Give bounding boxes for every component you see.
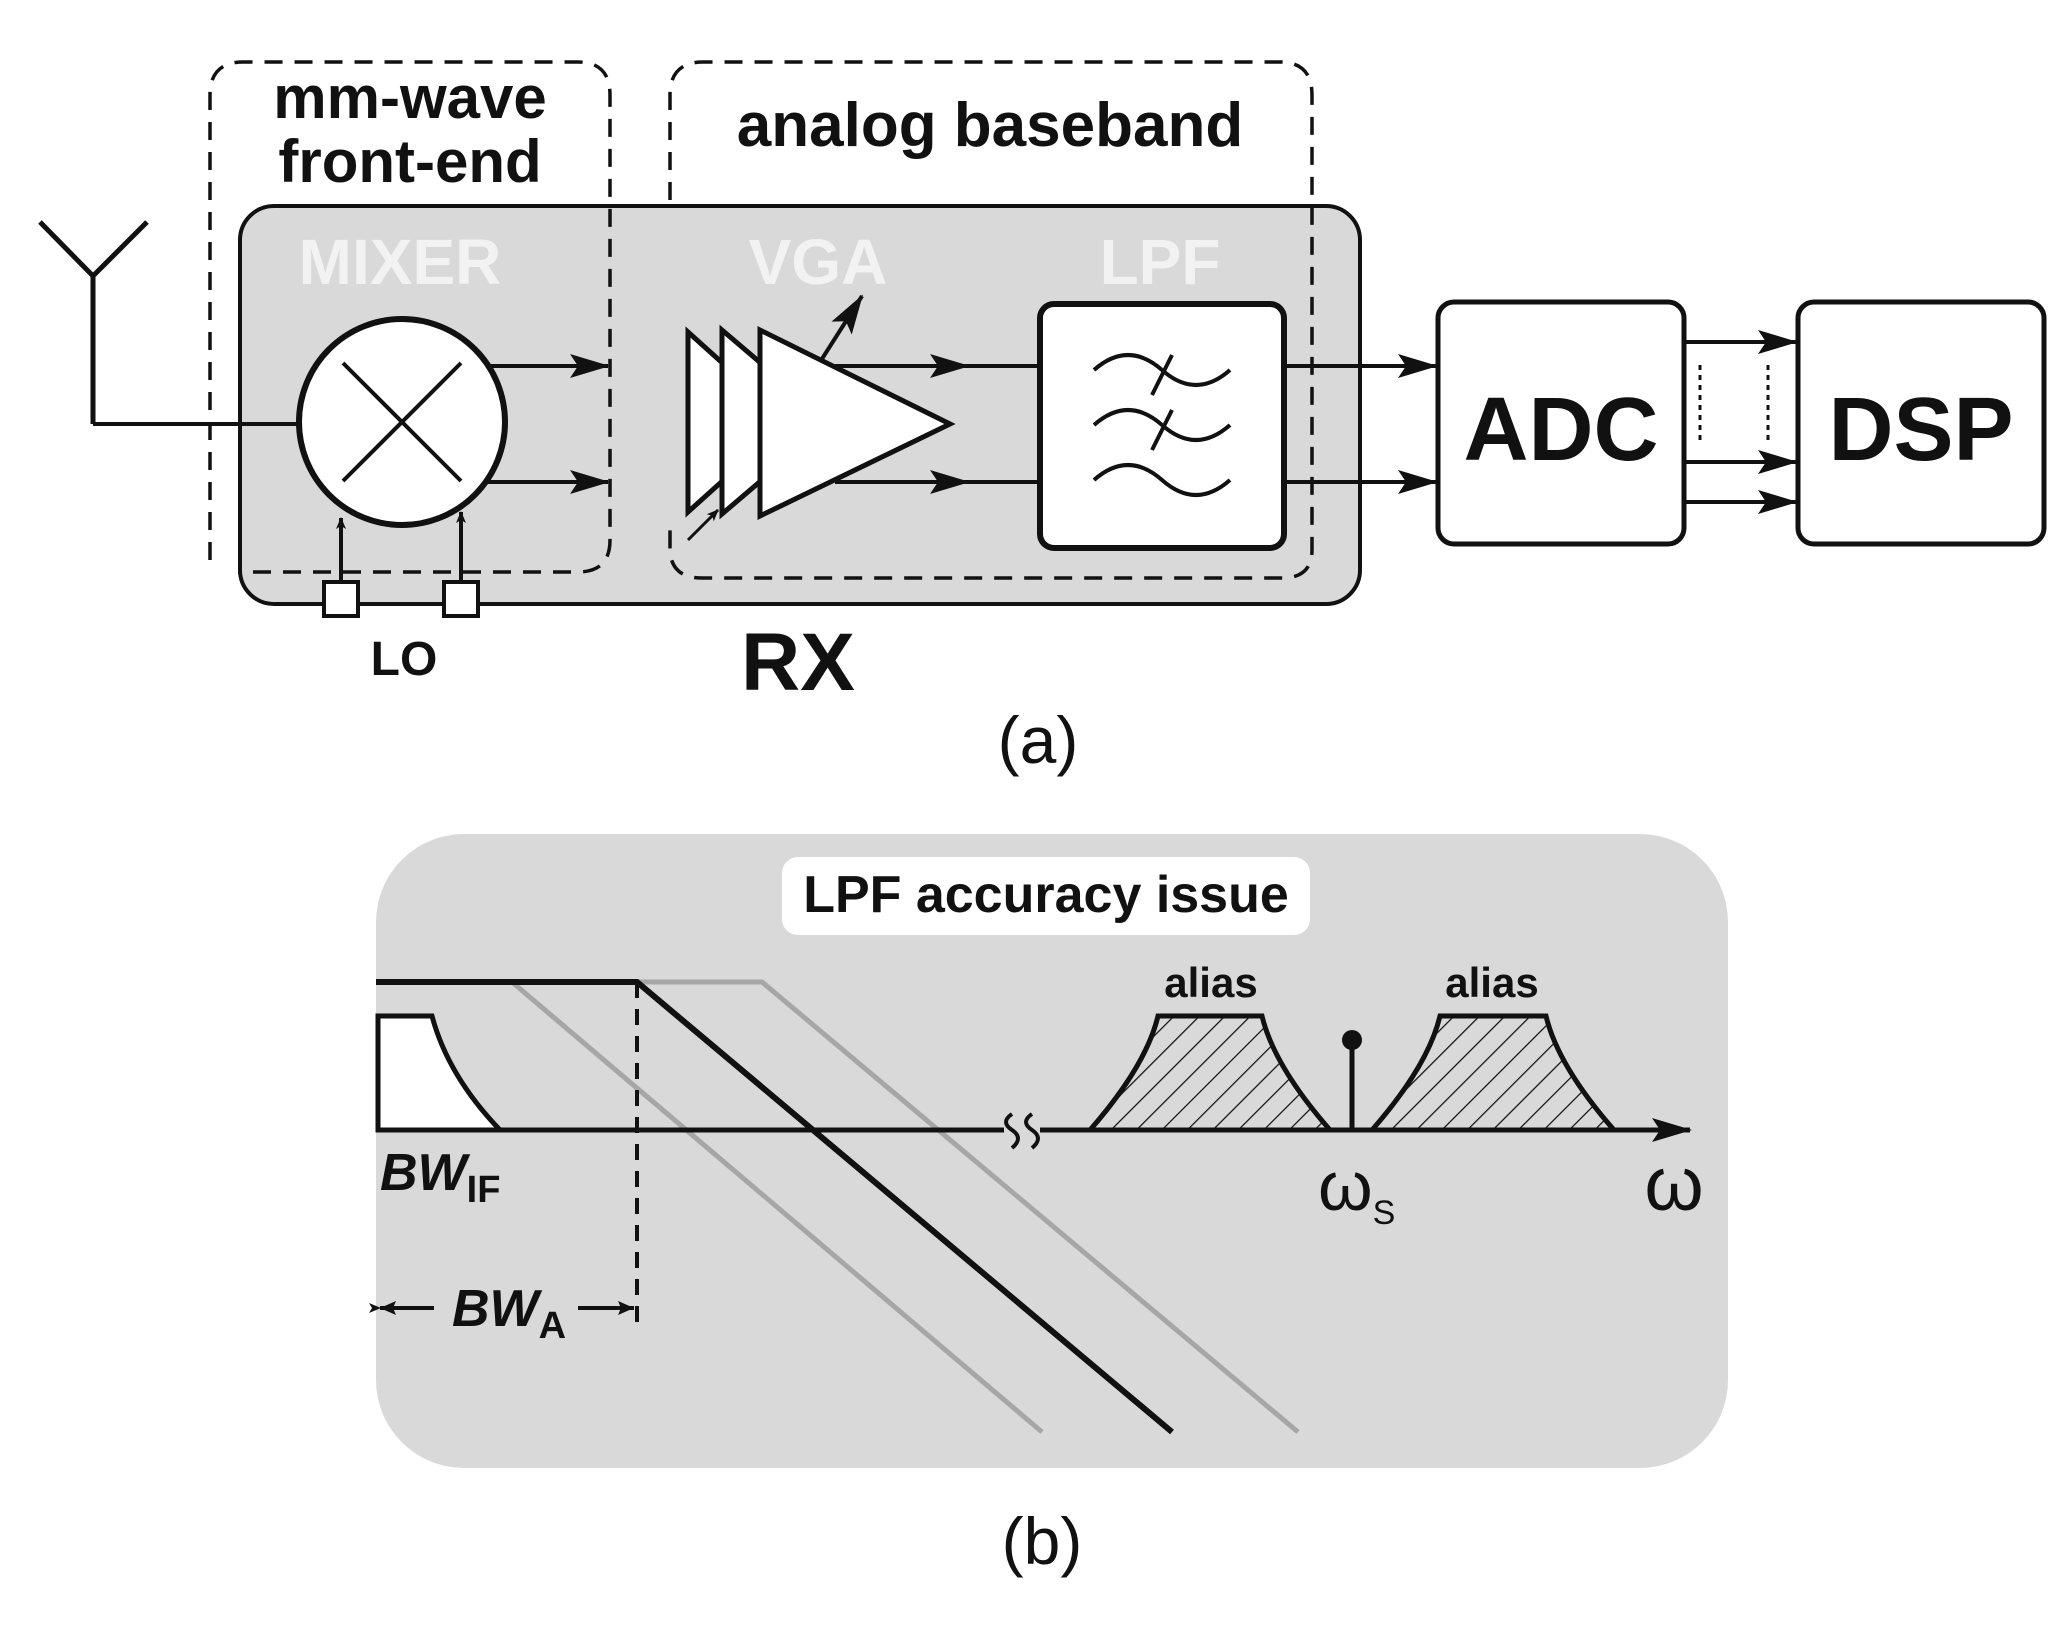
lo-ports (322, 511, 480, 618)
alias-left-label: alias (1164, 959, 1257, 1006)
caption-a: (a) (998, 703, 1079, 777)
alias-right (1366, 1013, 1620, 1133)
lo-label: LO (371, 633, 438, 686)
dsp-block (1795, 299, 2047, 547)
baseband-label: analog baseband (737, 91, 1243, 160)
plot-title: LPF accuracy issue (803, 866, 1289, 924)
alias-left (1084, 1013, 1336, 1133)
omega-s-label: ωS (1318, 1147, 1395, 1232)
sampling-tone-dot (1342, 1030, 1362, 1050)
lpf-accuracy-plot: LPF accuracy issue alias alias BWIF (369, 834, 1728, 1468)
lpf-icon (1037, 301, 1287, 551)
omega-axis-label: ω (1644, 1142, 1703, 1227)
caption-b: (b) (1002, 1504, 1083, 1578)
frontend-label-line1: mm-wave (273, 64, 546, 131)
mixer-label: MIXER (299, 226, 502, 298)
lpf-label: LPF (1100, 226, 1221, 298)
title-box (782, 857, 1310, 935)
if-spectrum (375, 1013, 506, 1133)
alias-right-label: alias (1445, 959, 1538, 1006)
rx-label: RX (741, 617, 855, 708)
dsp-label: DSP (1828, 380, 2013, 480)
frontend-dashed-outline (208, 60, 612, 574)
antenna-icon (38, 220, 300, 426)
bw-a-dimension (369, 1301, 634, 1315)
bw-if-label: BWIF (380, 1144, 500, 1211)
vga-label: VGA (749, 226, 888, 298)
axis-break-icon (1004, 1112, 1040, 1150)
rx-block-diagram: mm-wave front-end analog baseband MIXER … (38, 60, 2047, 777)
mixer-icon (296, 316, 508, 528)
bw-a-label: BWA (452, 1280, 566, 1347)
adc-dsp-bus (1684, 330, 1798, 514)
frontend-label-line2: front-end (278, 128, 541, 195)
vga-icon (685, 294, 956, 542)
adc-label: ADC (1464, 380, 1659, 480)
adc-block (1435, 299, 1687, 547)
plot-panel (376, 834, 1728, 1468)
